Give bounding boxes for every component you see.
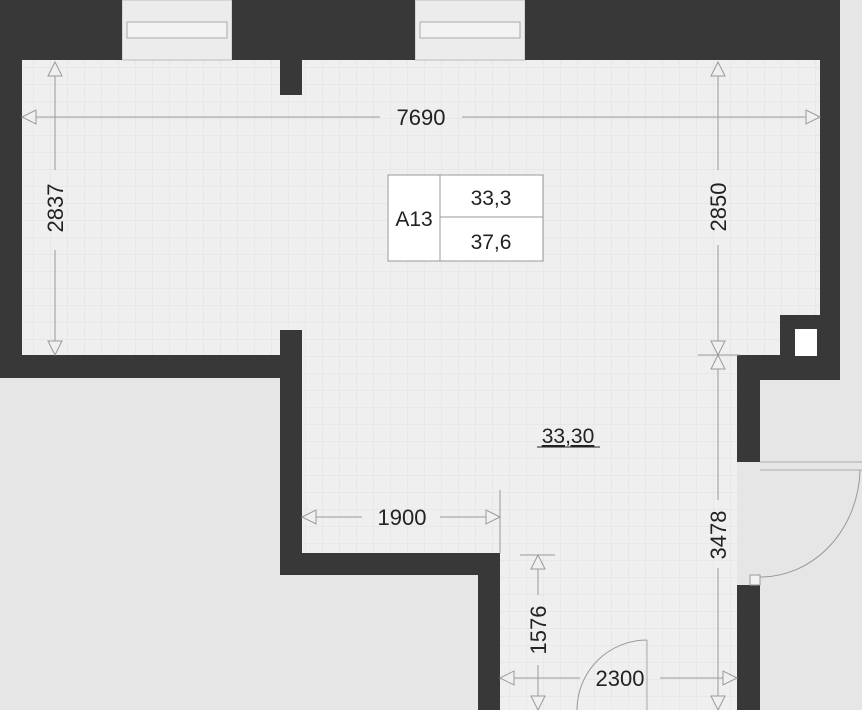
window-left — [121, 0, 233, 61]
dim-left-height: 2837 — [43, 184, 68, 233]
dim-right-upper-height: 2850 — [706, 183, 731, 232]
walls — [0, 0, 840, 710]
dim-right-lower-height: 3478 — [706, 511, 731, 560]
room-floor — [22, 60, 820, 710]
dim-top-width: 7690 — [397, 105, 446, 130]
dim-corridor-offset: 1900 — [378, 505, 427, 530]
entrance-door — [749, 461, 862, 586]
unit-tag: A13 33,3 37,6 — [387, 174, 544, 262]
window-right — [414, 0, 526, 61]
dimension-lines — [20, 60, 822, 710]
total-area: 37,6 — [471, 231, 512, 254]
unit-id: A13 — [395, 208, 432, 231]
inner-door — [576, 639, 648, 710]
shaft — [795, 329, 817, 356]
dim-entry-width: 2300 — [596, 666, 645, 691]
dim-entry-depth: 1576 — [526, 606, 551, 655]
living-area: 33,3 — [471, 187, 512, 210]
room-area: 33,30 — [542, 425, 595, 448]
